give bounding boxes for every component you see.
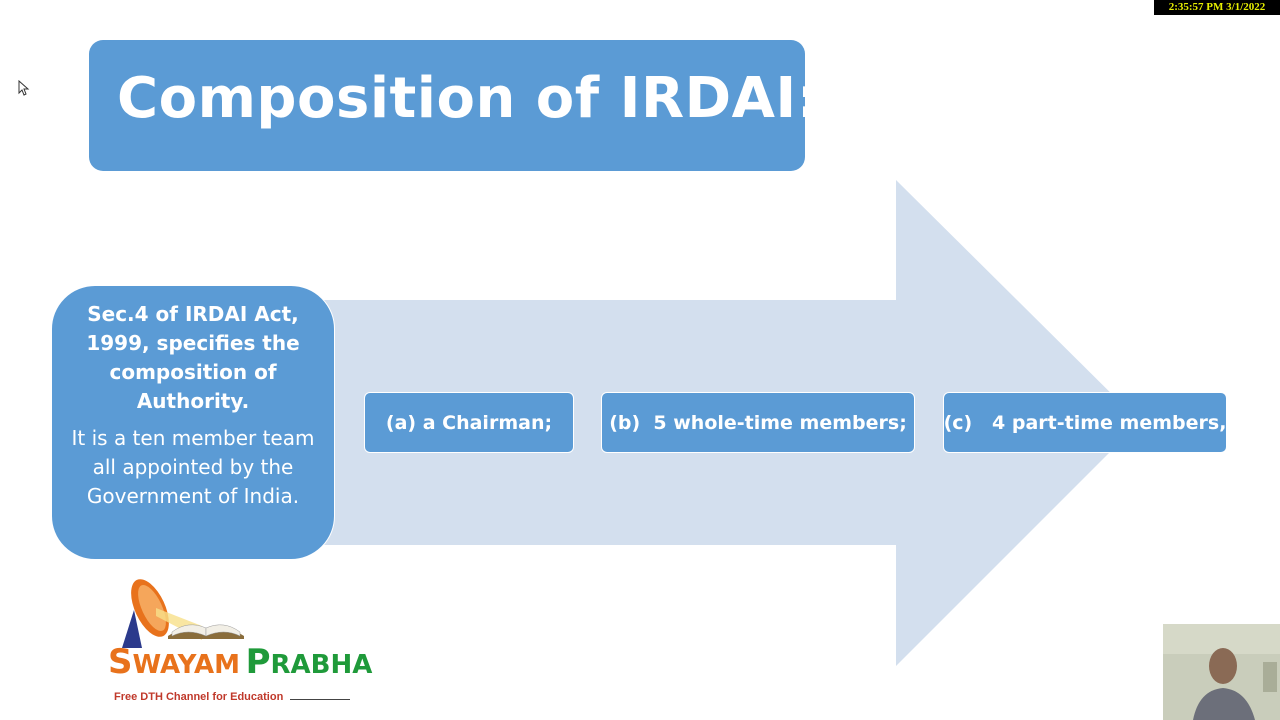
swayam-prabha-logo: SWAYAM PRABHA Free DTH Channel for Educa… xyxy=(108,578,372,708)
member-item-whole-time: (b) 5 whole-time members; xyxy=(601,392,915,453)
timestamp-overlay: 2:35:57 PM 3/1/2022 xyxy=(1154,0,1280,15)
logo-tagline: Free DTH Channel for Education xyxy=(114,691,284,703)
member-item-chairman: (a) a Chairman; xyxy=(364,392,574,453)
definition-description: It is a ten member team all appointed by… xyxy=(71,426,315,508)
definition-heading: Sec.4 of IRDAI Act, 1999, specifies the … xyxy=(86,302,300,413)
presenter-webcam xyxy=(1163,624,1280,720)
presenter-avatar xyxy=(1163,624,1280,720)
member-item-part-time: (c) 4 part-time members, xyxy=(943,392,1227,453)
logo-wordmark: SWAYAM PRABHA xyxy=(108,642,373,682)
tagline-divider xyxy=(290,699,350,700)
definition-box: Sec.4 of IRDAI Act, 1999, specifies the … xyxy=(51,285,335,560)
slide-title-box: Composition of IRDAI: xyxy=(89,40,819,171)
open-book-icon xyxy=(168,624,244,639)
slide-title: Composition of IRDAI: xyxy=(117,66,820,131)
cursor-pointer-icon xyxy=(18,80,30,96)
